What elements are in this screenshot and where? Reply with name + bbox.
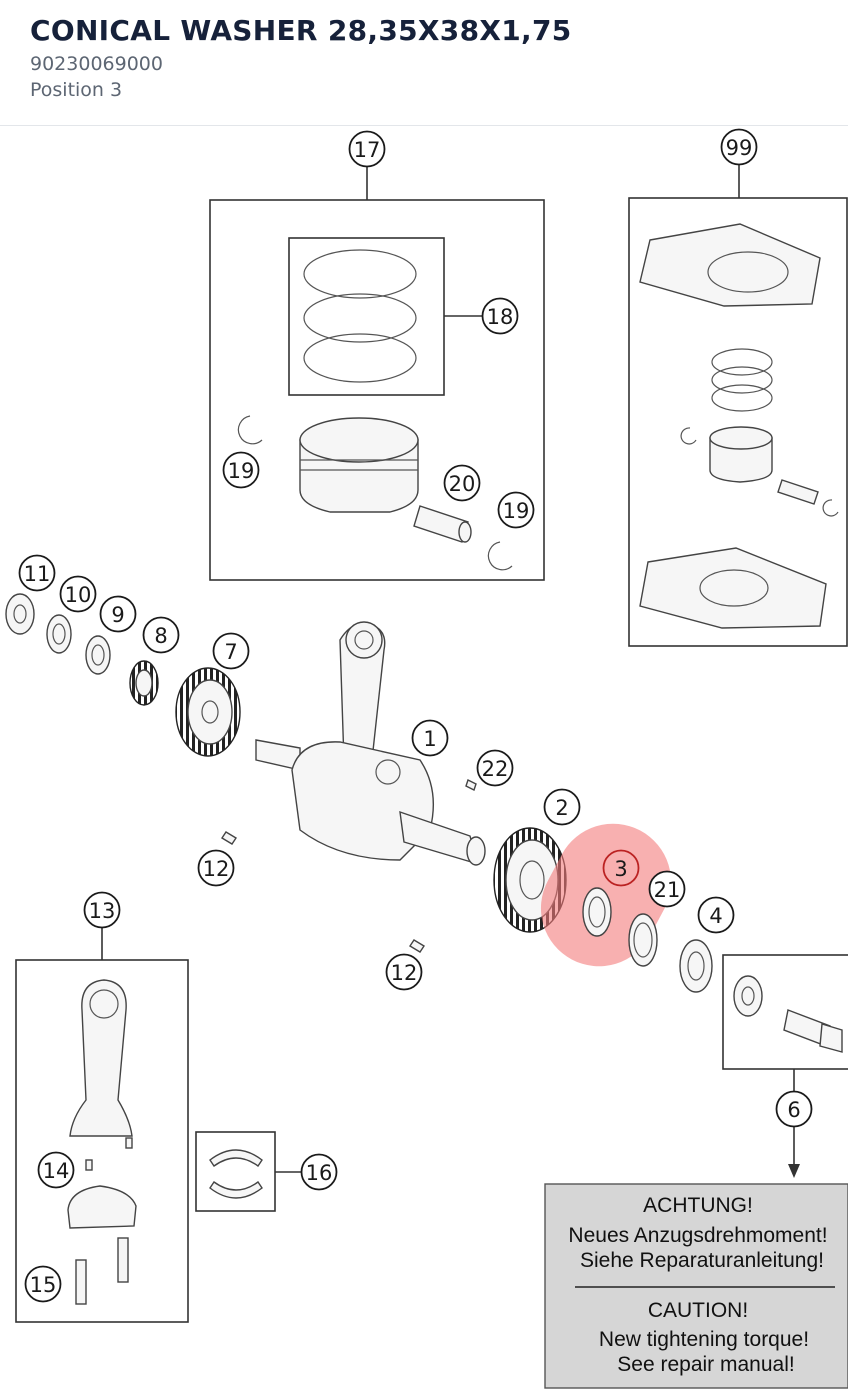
warning-label: ACHTUNG! Neues Anzugsdrehmoment! Siehe R… xyxy=(544,1183,848,1389)
warning-line-2: Neues Anzugsdrehmoment! xyxy=(568,1224,827,1247)
svg-text:3: 3 xyxy=(614,857,627,881)
svg-text:7: 7 xyxy=(224,640,237,664)
callout-8[interactable]: 8 xyxy=(142,616,180,654)
callout-12-right[interactable]: 12 xyxy=(385,953,423,991)
svg-text:15: 15 xyxy=(30,1273,57,1297)
piston-kit-group xyxy=(209,166,545,581)
svg-text:1: 1 xyxy=(423,727,436,751)
left-shaft-parts xyxy=(5,593,241,757)
svg-text:6: 6 xyxy=(787,1098,800,1122)
callout-19-right[interactable]: 19 xyxy=(497,491,535,529)
callout-1[interactable]: 1 xyxy=(411,719,449,757)
svg-text:21: 21 xyxy=(654,878,681,902)
callout-22[interactable]: 22 xyxy=(476,749,514,787)
crankshaft-assembly xyxy=(255,621,486,866)
svg-text:12: 12 xyxy=(203,857,230,881)
callout-13[interactable]: 13 xyxy=(83,891,121,929)
callout-6[interactable]: 6 xyxy=(775,1090,813,1128)
svg-text:4: 4 xyxy=(709,904,722,928)
gasket-set-group xyxy=(628,164,848,647)
part-title: CONICAL WASHER 28,35X38X1,75 xyxy=(30,14,572,47)
callout-16[interactable]: 16 xyxy=(300,1153,338,1191)
callout-12-left[interactable]: 12 xyxy=(197,849,235,887)
washers-21-4 xyxy=(628,913,713,993)
warning-line-6: See repair manual! xyxy=(617,1353,794,1376)
bolt-group xyxy=(722,954,848,1178)
callout-9[interactable]: 9 xyxy=(99,595,137,633)
dowel-pins xyxy=(221,779,477,953)
warning-line-4: CAUTION! xyxy=(648,1299,748,1322)
warning-line-5: New tightening torque! xyxy=(599,1328,809,1351)
connecting-rod-group xyxy=(15,927,189,1323)
svg-text:99: 99 xyxy=(726,136,753,160)
callout-99[interactable]: 99 xyxy=(720,128,758,166)
callout-4[interactable]: 4 xyxy=(697,896,735,934)
callout-7[interactable]: 7 xyxy=(212,632,250,670)
svg-text:13: 13 xyxy=(89,899,116,923)
svg-text:20: 20 xyxy=(449,472,476,496)
part-position: Position 3 xyxy=(30,79,123,101)
warning-line-1: ACHTUNG! xyxy=(643,1194,753,1217)
svg-text:19: 19 xyxy=(503,499,530,523)
svg-text:8: 8 xyxy=(154,624,167,648)
part-header: CONICAL WASHER 28,35X38X1,75 90230069000… xyxy=(0,0,848,126)
callout-11[interactable]: 11 xyxy=(18,554,56,592)
svg-text:9: 9 xyxy=(111,603,124,627)
svg-text:18: 18 xyxy=(487,305,514,329)
callout-21[interactable]: 21 xyxy=(648,870,686,908)
svg-text:16: 16 xyxy=(306,1161,333,1185)
warning-line-3: Siehe Reparaturanleitung! xyxy=(580,1249,824,1272)
svg-text:10: 10 xyxy=(65,583,92,607)
callout-3[interactable]: 3 xyxy=(602,849,640,887)
svg-text:2: 2 xyxy=(555,796,568,820)
svg-text:11: 11 xyxy=(24,562,51,586)
svg-text:12: 12 xyxy=(391,961,418,985)
callout-20[interactable]: 20 xyxy=(443,464,481,502)
svg-text:19: 19 xyxy=(228,459,255,483)
callout-19-left[interactable]: 19 xyxy=(222,451,260,489)
part-number: 90230069000 xyxy=(30,53,163,75)
callout-18[interactable]: 18 xyxy=(481,297,519,335)
callout-14[interactable]: 14 xyxy=(37,1151,75,1189)
svg-text:14: 14 xyxy=(43,1159,70,1183)
callout-15[interactable]: 15 xyxy=(24,1265,62,1303)
callout-10[interactable]: 10 xyxy=(59,575,97,613)
svg-text:17: 17 xyxy=(354,138,381,162)
callout-17[interactable]: 17 xyxy=(348,130,386,168)
svg-text:22: 22 xyxy=(482,757,509,781)
bearing-shell-group xyxy=(195,1131,301,1212)
callout-2[interactable]: 2 xyxy=(543,788,581,826)
